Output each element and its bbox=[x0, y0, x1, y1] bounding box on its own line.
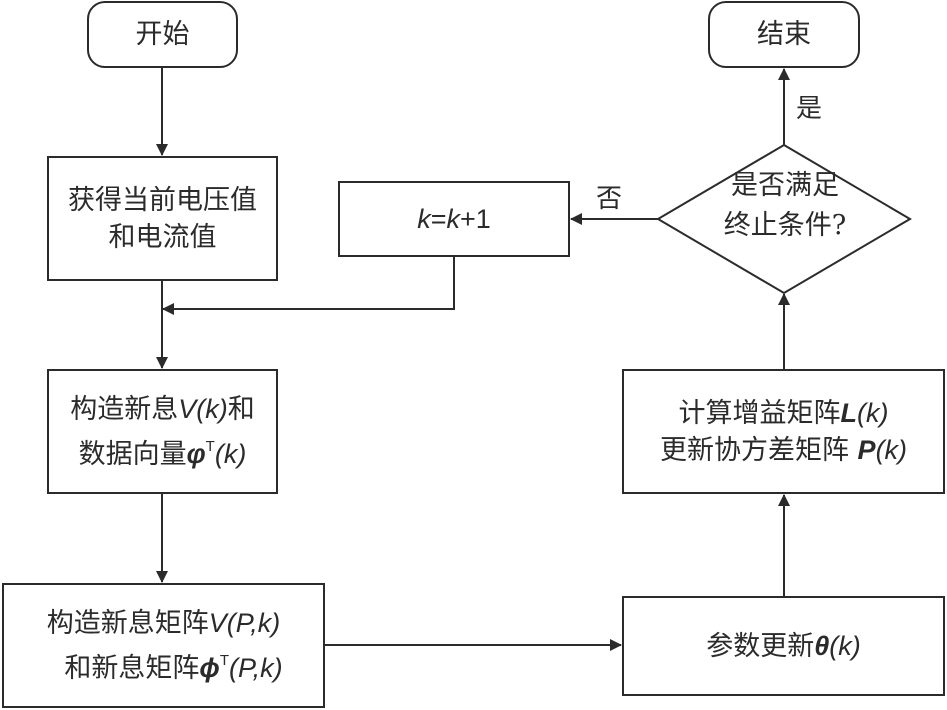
construct-matrix-line1: 构造新息矩阵V(P,k) bbox=[46, 607, 281, 639]
construct-innovation-node: 构造新息V(k)和 数据向量φT(k) bbox=[47, 369, 278, 494]
increment-node: k=k+1 bbox=[338, 181, 570, 257]
construct-innovation-line2: 数据向量φT(k) bbox=[78, 437, 247, 470]
gain-update-line1: 计算增益矩阵L(k) bbox=[678, 397, 889, 429]
decision-diamond bbox=[656, 143, 912, 295]
gain-update-node: 计算增益矩阵L(k) 更新协方差矩阵 P(k) bbox=[622, 369, 945, 494]
param-update-label: 参数更新θ(k) bbox=[706, 630, 861, 662]
get-values-line1: 获得当前电压值 bbox=[68, 184, 257, 216]
increment-label: k=k+1 bbox=[417, 203, 491, 234]
get-values-line2: 和电流值 bbox=[108, 221, 217, 253]
decision-line2: 终止条件? bbox=[723, 210, 847, 241]
construct-matrix-line2: 和新息矩阵ϕT(P,k) bbox=[64, 651, 283, 684]
construct-innovation-line1: 构造新息V(k)和 bbox=[70, 393, 255, 425]
gain-update-line2: 更新协方差矩阵 P(k) bbox=[659, 434, 908, 466]
start-node: 开始 bbox=[87, 1, 238, 68]
get-values-node: 获得当前电压值 和电流值 bbox=[47, 156, 278, 281]
start-label: 开始 bbox=[135, 19, 190, 50]
end-label: 结束 bbox=[757, 19, 811, 50]
edge-loop-back bbox=[162, 257, 455, 315]
decision-line1: 是否满足 bbox=[731, 170, 839, 201]
end-node: 结束 bbox=[708, 1, 860, 68]
param-update-node: 参数更新θ(k) bbox=[622, 596, 945, 696]
decision-text: 是否满足 终止条件? bbox=[690, 166, 880, 246]
construct-matrix-node: 构造新息矩阵V(P,k) 和新息矩阵ϕT(P,k) bbox=[2, 583, 325, 708]
no-label: 否 bbox=[596, 184, 623, 214]
yes-label: 是 bbox=[796, 94, 823, 124]
